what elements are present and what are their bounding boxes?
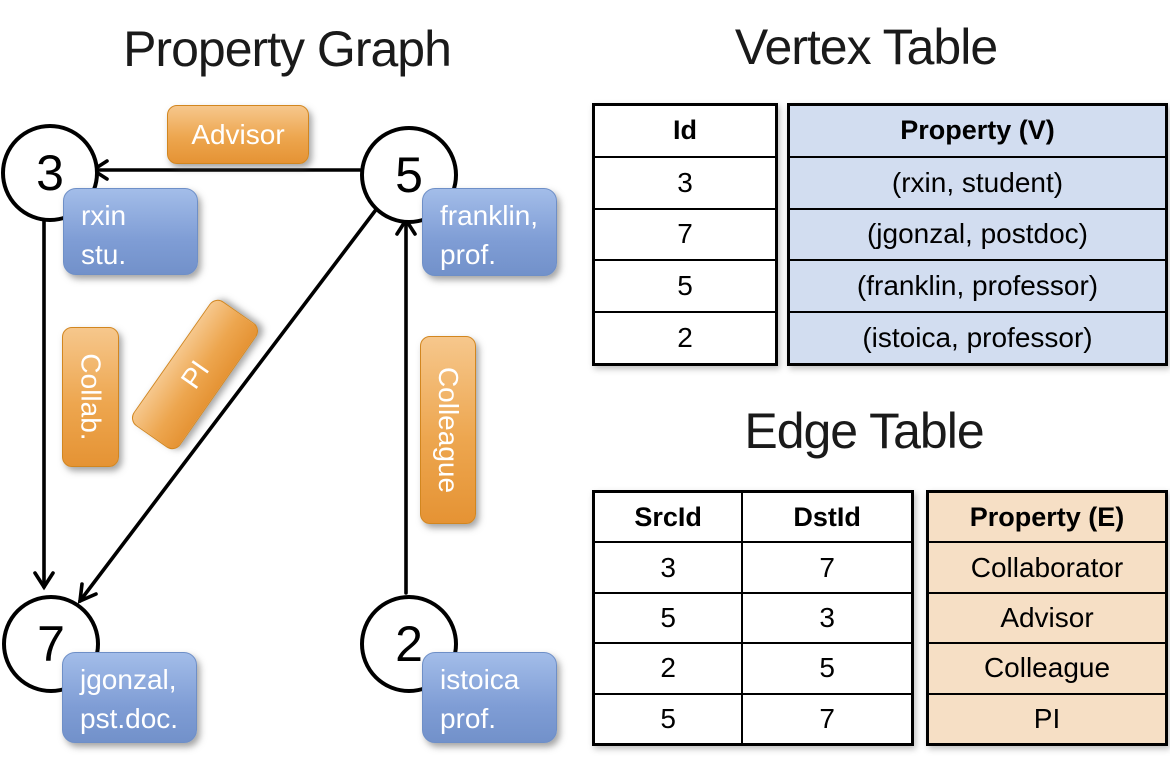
edge-label-text: Advisor: [191, 118, 285, 150]
edge-line-5-to-7: [78, 205, 380, 603]
table-row: Colleague: [929, 642, 1165, 693]
table-row: 3: [595, 155, 775, 208]
edge-property-header: Property (E): [929, 493, 1165, 542]
vertex-property-line: prof.: [440, 702, 497, 734]
table-row: 5 7: [595, 692, 911, 744]
table-row: Property (V): [790, 106, 1165, 156]
node-id-label: 7: [37, 616, 65, 672]
edge-table-title: Edge Table: [744, 403, 984, 459]
vertex-property-line: rxin: [81, 200, 127, 231]
graph-node-2: 2: [360, 595, 458, 693]
table-row: Property (E): [929, 493, 1165, 542]
edge-dstid-cell: 7: [741, 694, 911, 744]
vertex-table-id-column: Id 3 7 5 2: [592, 103, 778, 366]
table-row: Advisor: [929, 591, 1165, 643]
table-row: Collaborator: [929, 541, 1165, 592]
vertex-table-title: Vertex Table: [734, 19, 998, 75]
vertex-property-line: franklin,: [440, 200, 539, 231]
vertex-id-cell: 7: [677, 218, 693, 250]
edge-property-cell: PI: [929, 694, 1165, 744]
table-row: 3 7: [595, 541, 911, 592]
edge-dstid-cell: 3: [741, 593, 911, 643]
vertex-property-line: prof.: [440, 238, 497, 270]
node-id-label: 2: [395, 616, 423, 672]
vertex-property-franklin: franklin, prof.: [422, 188, 557, 276]
edge-dstid-cell: 5: [741, 644, 911, 693]
edge-srcid-cell: 2: [660, 652, 676, 684]
vertex-property-line: pst.doc.: [80, 702, 179, 734]
table-row: 5 3: [595, 591, 911, 643]
edge-srcid-cell: 5: [660, 602, 676, 634]
table-row: (rxin, student): [790, 155, 1165, 208]
vertex-id-cell: 3: [677, 166, 693, 198]
property-graph-title: Property Graph: [123, 21, 452, 77]
arrowhead-into-7-diagonal: [77, 582, 98, 604]
arrowhead-into-7-vertical: [33, 571, 55, 591]
vertex-property-cell: (jgonzal, postdoc): [790, 209, 1165, 260]
vertex-property-jgonzal: jgonzal, pst.doc.: [62, 652, 197, 743]
vertex-id-cell: 2: [677, 322, 693, 354]
table-row: 5: [595, 259, 775, 311]
table-row: SrcId DstId: [595, 493, 911, 542]
vertex-property-header: Property (V): [790, 106, 1165, 156]
edge-srcid-cell: 5: [660, 702, 676, 734]
edge-label-text: Collab.: [75, 353, 107, 441]
vertex-property-cell: (franklin, professor): [790, 261, 1165, 312]
graph-node-3: 3: [1, 124, 99, 222]
edge-label-colleague: Colleague: [420, 336, 476, 524]
table-row: Id: [595, 106, 775, 156]
table-row: 7: [595, 207, 775, 260]
edge-label-advisor: Advisor: [167, 105, 309, 164]
table-row: PI: [929, 692, 1165, 744]
edge-dstid-cell: 7: [741, 543, 911, 592]
edge-table-id-columns: SrcId DstId 3 7 5 3 2 5 5 7: [592, 490, 914, 746]
edge-property-cell: Colleague: [929, 644, 1165, 693]
edge-dstid-header: DstId: [741, 493, 911, 542]
table-row: (franklin, professor): [790, 259, 1165, 312]
table-row: (jgonzal, postdoc): [790, 207, 1165, 260]
edge-label-text: Colleague: [433, 366, 465, 494]
vertex-property-cell: (istoica, professor): [790, 313, 1165, 363]
edge-property-cell: Collaborator: [929, 543, 1165, 592]
vertex-id-cell: 5: [677, 270, 693, 302]
node-id-label: 5: [395, 147, 423, 203]
table-row: 2 5: [595, 642, 911, 693]
vertex-property-istoica: istoica prof.: [422, 652, 557, 743]
edge-label-text: PI: [174, 354, 215, 394]
vertex-id-header: Id: [673, 115, 697, 146]
vertex-property-cell: (rxin, student): [790, 157, 1165, 208]
edge-label-collaborator: Collab.: [62, 327, 119, 467]
edge-table-property-column: Property (E) Collaborator Advisor Collea…: [926, 490, 1168, 746]
edge-srcid-cell: 3: [660, 551, 676, 583]
edge-srcid-header: SrcId: [634, 501, 702, 532]
vertex-property-line: stu.: [81, 238, 127, 270]
vertex-property-rxin: rxin stu.: [63, 188, 198, 275]
node-id-label: 3: [36, 145, 64, 201]
edge-property-cell: Advisor: [929, 593, 1165, 643]
table-row: 2: [595, 311, 775, 363]
table-row: (istoica, professor): [790, 311, 1165, 363]
vertex-property-line: istoica: [440, 664, 520, 695]
vertex-property-line: jgonzal,: [80, 664, 177, 695]
vertex-table-property-column: Property (V) (rxin, student) (jgonzal, p…: [787, 103, 1168, 366]
